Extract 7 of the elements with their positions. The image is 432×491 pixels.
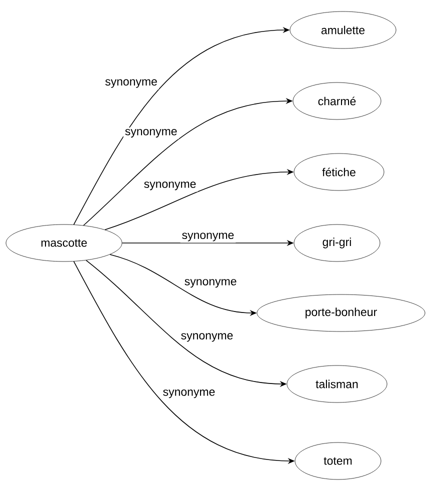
edge-label: synonyme bbox=[184, 279, 236, 288]
edge-label: synonyme bbox=[181, 333, 233, 342]
edge-label: synonyme bbox=[144, 182, 196, 190]
edge-label: synonyme bbox=[125, 129, 177, 138]
edge-label: synonyme bbox=[163, 390, 215, 398]
edge-label: synonyme bbox=[182, 232, 234, 242]
edge-label: synonyme bbox=[105, 79, 157, 88]
